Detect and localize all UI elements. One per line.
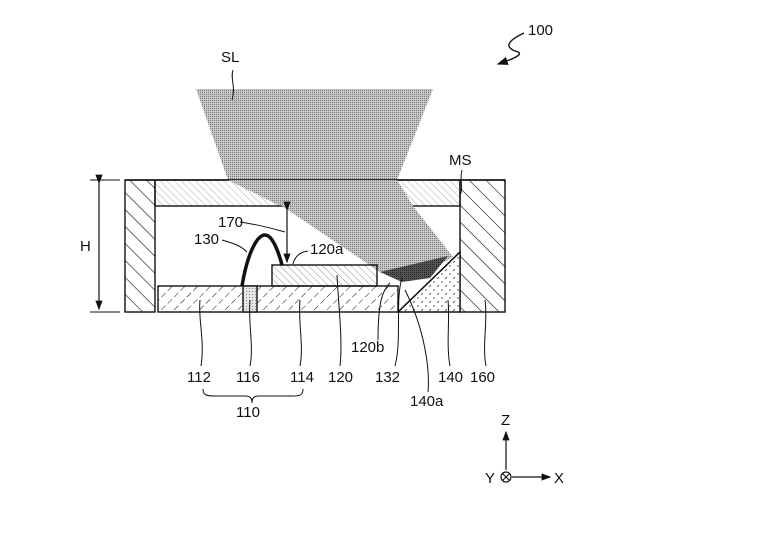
leader-120 — [336, 274, 342, 367]
leader-130 — [221, 239, 248, 253]
light-below-cover — [282, 206, 453, 272]
leader-160 — [484, 299, 487, 367]
bonding-wire-130 — [240, 233, 284, 287]
light-through-cover — [228, 180, 413, 206]
axis-label-x: X — [554, 470, 564, 487]
housing-wall-right — [459, 179, 506, 313]
label-130: 130 — [194, 231, 219, 248]
brace-110 — [202, 388, 304, 404]
label-120b: 120b — [351, 339, 384, 356]
substrate-110 — [157, 285, 399, 313]
leader-140 — [447, 299, 451, 367]
leader-ms — [459, 169, 463, 196]
label-100: 100 — [528, 22, 553, 39]
leader-140a — [404, 289, 429, 393]
axis-label-z: Z — [501, 412, 510, 429]
label-112: 112 — [187, 369, 211, 386]
label-120a: 120a — [310, 241, 344, 258]
leader-132 — [394, 277, 403, 367]
label-140a: 140a — [410, 393, 444, 410]
label-170: 170 — [218, 214, 243, 231]
leader-120a — [292, 250, 309, 265]
chip-120 — [271, 264, 378, 287]
y-axis-into-page-icon — [500, 471, 512, 483]
reflected-light-132 — [380, 256, 448, 282]
leader-sl — [231, 69, 234, 101]
leader-114 — [299, 299, 302, 367]
label-h: H — [80, 238, 91, 255]
reflector-surface-140a — [397, 251, 461, 313]
label-140: 140 — [438, 369, 463, 386]
leader-120b — [377, 282, 391, 341]
label-120: 120 — [328, 369, 353, 386]
label-114: 114 — [290, 369, 314, 386]
label-sl: SL — [221, 49, 239, 66]
label-ms: MS — [449, 152, 472, 169]
axis-label-y: Y — [485, 470, 495, 487]
reference-100-arrow — [496, 32, 525, 65]
label-160: 160 — [470, 369, 495, 386]
housing-wall-left — [124, 179, 156, 313]
label-116: 116 — [236, 369, 260, 386]
leader-170 — [239, 221, 286, 233]
label-110: 110 — [236, 404, 260, 421]
label-132: 132 — [375, 369, 400, 386]
leader-116 — [249, 299, 252, 367]
leader-112 — [199, 299, 203, 367]
